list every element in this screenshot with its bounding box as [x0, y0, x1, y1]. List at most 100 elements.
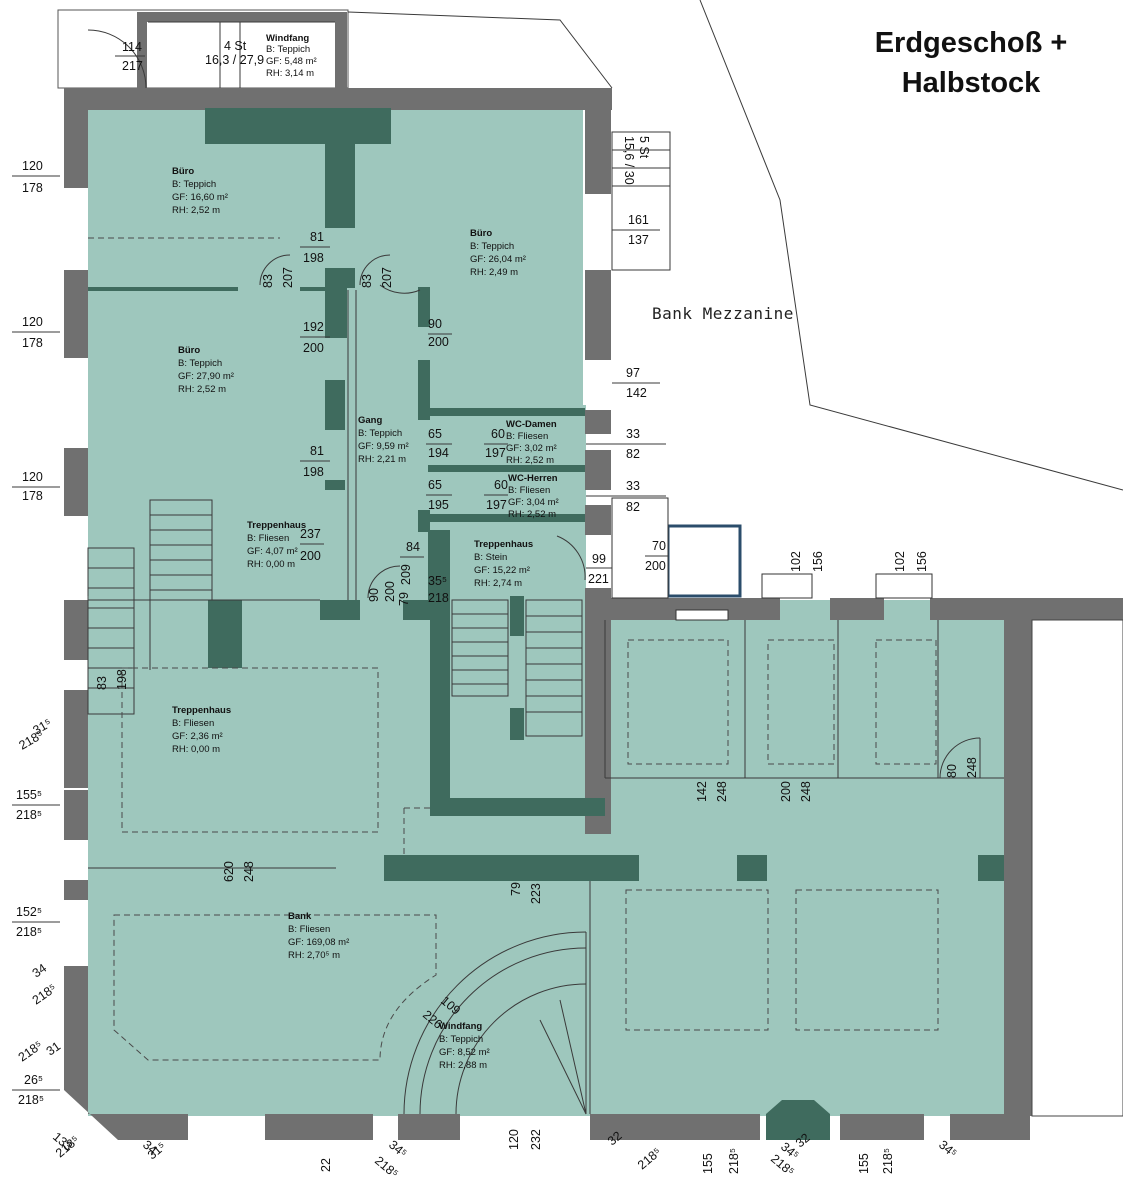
svg-text:218⁵: 218⁵: [635, 1145, 664, 1172]
svg-text:Büro: Büro: [172, 166, 194, 177]
svg-text:83: 83: [360, 274, 374, 288]
svg-text:248: 248: [799, 781, 813, 802]
svg-text:Windfang: Windfang: [439, 1021, 482, 1032]
svg-text:79: 79: [509, 882, 523, 896]
svg-text:218⁵: 218⁵: [881, 1148, 895, 1174]
svg-text:34⁵: 34⁵: [936, 1138, 960, 1161]
svg-text:83: 83: [95, 676, 109, 690]
svg-text:192: 192: [303, 320, 324, 334]
svg-text:120: 120: [22, 470, 43, 484]
svg-text:155⁵: 155⁵: [16, 788, 42, 802]
svg-text:218⁵: 218⁵: [727, 1148, 741, 1174]
svg-text:RH: 2,74 m: RH: 2,74 m: [474, 578, 522, 589]
svg-text:200: 200: [645, 559, 666, 573]
room-label-buero-2: Büro B: Teppich GF: 26,04 m² RH: 2,49 m: [470, 228, 526, 278]
svg-text:218⁵: 218⁵: [16, 925, 42, 939]
svg-text:79: 79: [397, 592, 411, 606]
svg-text:WC-Herren: WC-Herren: [508, 473, 558, 484]
svg-text:248: 248: [715, 781, 729, 802]
room-label-wc-damen: WC-Damen B: Fliesen GF: 3,02 m² RH: 2,52…: [506, 419, 557, 466]
svg-text:218⁵: 218⁵: [18, 1093, 44, 1107]
svg-text:B: Fliesen: B: Fliesen: [508, 485, 550, 496]
svg-text:B: Teppich: B: Teppich: [178, 358, 222, 369]
svg-text:218⁵: 218⁵: [372, 1154, 401, 1181]
walls: [64, 88, 1123, 1140]
svg-text:GF: 16,60 m²: GF: 16,60 m²: [172, 192, 228, 203]
svg-text:237: 237: [300, 527, 321, 541]
dimension-labels: 114 217 120 178 120 178 120 178 161 137 …: [12, 40, 979, 1181]
svg-text:GF: 169,08 m²: GF: 169,08 m²: [288, 937, 349, 948]
svg-text:GF: 9,59 m²: GF: 9,59 m²: [358, 441, 409, 452]
svg-text:218⁵: 218⁵: [16, 1038, 45, 1064]
svg-text:RH: 2,52 m: RH: 2,52 m: [506, 455, 554, 466]
svg-text:197: 197: [486, 498, 507, 512]
svg-text:102: 102: [789, 551, 803, 572]
svg-text:65: 65: [428, 478, 442, 492]
svg-text:35⁵: 35⁵: [428, 574, 447, 588]
svg-text:Windfang: Windfang: [266, 33, 309, 44]
svg-text:200: 200: [303, 341, 324, 355]
svg-text:120: 120: [22, 159, 43, 173]
svg-text:RH: 2,52 m: RH: 2,52 m: [178, 384, 226, 395]
svg-text:RH: 2,49 m: RH: 2,49 m: [470, 267, 518, 278]
svg-text:RH: 0,00 m: RH: 0,00 m: [247, 559, 295, 570]
stair-label-side: 5 St 15,6 / 30: [622, 136, 651, 185]
svg-text:B: Stein: B: Stein: [474, 552, 507, 563]
room-label-treppenhaus-2: Treppenhaus B: Stein GF: 15,22 m² RH: 2,…: [474, 539, 533, 589]
svg-text:209: 209: [399, 564, 413, 585]
svg-text:223: 223: [529, 883, 543, 904]
title-line1: Erdgeschoß +: [875, 27, 1068, 59]
svg-text:GF: 4,07 m²: GF: 4,07 m²: [247, 546, 298, 557]
svg-text:B: Fliesen: B: Fliesen: [506, 431, 548, 442]
svg-text:Treppenhaus: Treppenhaus: [172, 705, 231, 716]
svg-text:114: 114: [122, 40, 142, 54]
room-label-wc-herren: WC-Herren B: Fliesen GF: 3,04 m² RH: 2,5…: [508, 473, 559, 520]
svg-text:33: 33: [626, 427, 640, 441]
svg-text:200: 200: [300, 549, 321, 563]
svg-text:B: Teppich: B: Teppich: [470, 241, 514, 252]
room-label-windfang-bottom: Windfang B: Teppich GF: 8,52 m² RH: 2,88…: [439, 1021, 490, 1071]
svg-text:198: 198: [303, 251, 324, 265]
svg-text:4 St: 4 St: [224, 39, 247, 53]
svg-text:90: 90: [428, 317, 442, 331]
svg-text:81: 81: [310, 444, 324, 458]
svg-text:218: 218: [428, 591, 449, 605]
svg-text:82: 82: [626, 500, 640, 514]
svg-text:137: 137: [628, 233, 649, 247]
room-label-treppenhaus-1: Treppenhaus B: Fliesen GF: 4,07 m² RH: 0…: [247, 520, 306, 570]
svg-text:RH: 2,21 m: RH: 2,21 m: [358, 454, 406, 465]
svg-text:Büro: Büro: [470, 228, 492, 239]
svg-text:248: 248: [242, 861, 256, 882]
svg-text:178: 178: [22, 181, 43, 195]
svg-text:GF: 5,48 m²: GF: 5,48 m²: [266, 56, 317, 67]
svg-text:60: 60: [494, 478, 508, 492]
svg-text:198: 198: [303, 465, 324, 479]
svg-text:97: 97: [626, 366, 640, 380]
svg-text:178: 178: [22, 336, 43, 350]
svg-text:178: 178: [22, 489, 43, 503]
svg-text:102: 102: [893, 551, 907, 572]
svg-text:22: 22: [319, 1158, 333, 1172]
svg-text:34⁵: 34⁵: [386, 1138, 410, 1161]
svg-text:Büro: Büro: [178, 345, 200, 356]
svg-text:80: 80: [945, 764, 959, 778]
svg-text:34: 34: [30, 961, 49, 980]
room-label-buero-1: Büro B: Teppich GF: 16,60 m² RH: 2,52 m: [172, 166, 228, 216]
room-label-buero-3: Büro B: Teppich GF: 27,90 m² RH: 2,52 m: [178, 345, 234, 395]
svg-text:B: Teppich: B: Teppich: [266, 44, 310, 55]
svg-text:218⁵: 218⁵: [16, 808, 42, 822]
svg-text:B: Fliesen: B: Fliesen: [288, 924, 330, 935]
svg-text:120: 120: [507, 1129, 521, 1150]
svg-text:217: 217: [122, 59, 143, 73]
svg-text:RH: 3,14 m: RH: 3,14 m: [266, 68, 314, 79]
svg-text:197: 197: [485, 446, 506, 460]
svg-text:RH: 2,52 m: RH: 2,52 m: [172, 205, 220, 216]
title-line2: Halbstock: [902, 67, 1041, 99]
svg-text:200: 200: [779, 781, 793, 802]
svg-text:B: Teppich: B: Teppich: [358, 428, 402, 439]
svg-text:142: 142: [695, 781, 709, 802]
top-windfang: [57, 9, 613, 90]
svg-text:207: 207: [380, 267, 394, 288]
svg-text:B: Teppich: B: Teppich: [439, 1034, 483, 1045]
svg-text:15,6 / 30: 15,6 / 30: [622, 136, 636, 185]
